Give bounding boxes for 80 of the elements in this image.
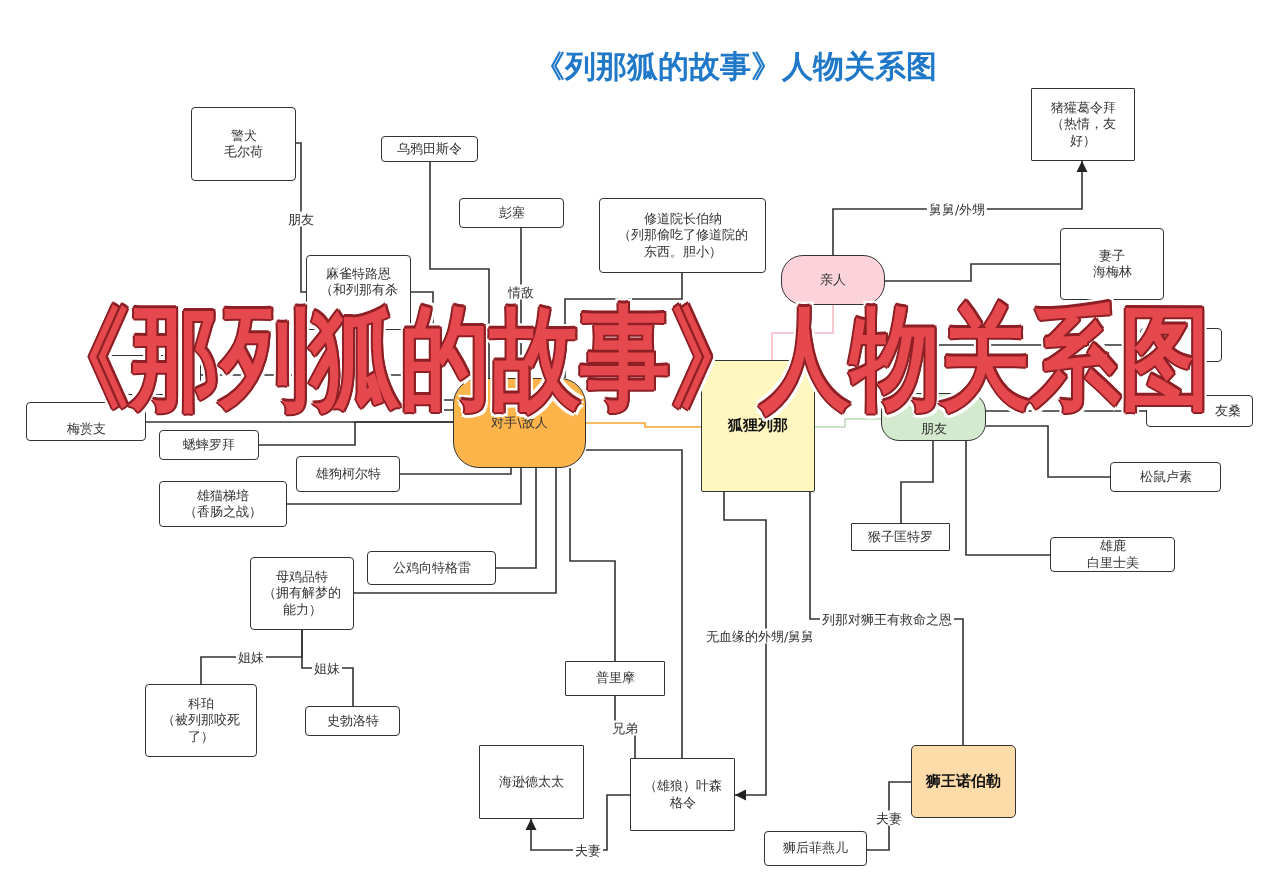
connector-line	[286, 467, 522, 505]
character-label: 蟋蟀罗拜	[183, 436, 235, 454]
character-box	[367, 551, 496, 585]
edge-label: 姐妹	[312, 660, 342, 676]
character-box	[1060, 228, 1164, 300]
diagram-title: 《列那狐的故事》人物关系图	[532, 48, 938, 86]
character-label: 母鸡品特	[275, 569, 329, 586]
connector-line	[569, 467, 616, 662]
character-label: 普里摩	[595, 670, 635, 687]
character-label: （热情，友好）	[1049, 116, 1117, 149]
character-box	[479, 745, 584, 819]
character-box	[565, 661, 665, 696]
character-box	[459, 198, 564, 228]
connector-line	[353, 467, 557, 594]
character-label: 梅赏支	[66, 420, 106, 437]
character-box	[630, 758, 735, 831]
character-label: 毛尔荷	[224, 144, 263, 161]
character-label: 雄鹿	[1099, 538, 1126, 555]
character-label: 友桑	[1215, 402, 1241, 420]
connector-line	[884, 263, 1061, 282]
arrow	[723, 491, 767, 801]
character-label: 麻雀特路恩	[326, 266, 391, 283]
connector-line	[900, 440, 934, 524]
connector-line	[585, 422, 702, 428]
character-label: 雄猫梯培	[197, 487, 249, 504]
category-node	[781, 255, 885, 305]
connector-line	[258, 421, 454, 446]
character-label: 猪獾葛令拜	[1049, 100, 1117, 117]
character-box	[305, 706, 400, 736]
edge-label: 舅舅/外甥	[926, 201, 988, 217]
character-label: （雄狼）叶森格令	[642, 778, 723, 811]
connector-line	[399, 467, 512, 475]
character-box	[381, 136, 478, 162]
character-box	[191, 107, 296, 181]
connector-line	[585, 449, 683, 759]
character-label: 松鼠卢素	[1139, 468, 1192, 486]
character-box	[764, 831, 867, 866]
character-label: 狮王诺伯勒	[926, 771, 1001, 792]
character-box	[851, 523, 950, 551]
edge-label: 朋友	[286, 211, 316, 227]
category-label: 亲人	[820, 271, 846, 289]
character-box	[159, 481, 287, 527]
character-box	[296, 456, 400, 492]
edge-label: 夫妻	[573, 842, 603, 858]
character-label: 海梅林	[1092, 264, 1132, 281]
character-label: 雄狗柯尔特	[315, 465, 381, 483]
character-label: 彭塞	[498, 204, 525, 222]
edge-label: 兄弟	[610, 720, 640, 736]
character-label: 海逊德太太	[499, 773, 564, 791]
character-label: 狮后菲燕儿	[783, 840, 848, 857]
character-box	[250, 557, 354, 630]
connector-line	[866, 781, 912, 851]
character-box	[1031, 88, 1135, 161]
character-label: （香肠之战）	[184, 504, 262, 521]
edge-label: 姐妹	[236, 649, 266, 665]
character-box	[159, 430, 259, 460]
character-label: 公鸡向特格雷	[392, 559, 471, 577]
character-box	[145, 684, 257, 757]
character-box	[599, 198, 766, 273]
character-label: 警犬	[230, 127, 257, 144]
character-box	[911, 745, 1016, 818]
character-label: （被列那咬死了）	[161, 712, 241, 745]
character-label: 白里士美	[1086, 554, 1139, 571]
edge-label: 列那对狮王有救命之恩	[820, 611, 954, 627]
character-label: 妻子	[1099, 247, 1125, 264]
category-label: 朋友	[920, 420, 947, 437]
connector-line	[985, 425, 1111, 478]
connector-line	[965, 440, 1051, 556]
character-label: 修道院长伯纳	[642, 211, 723, 228]
character-label: 乌鸦田斯令	[397, 140, 462, 158]
character-label: 史勃洛特	[326, 712, 379, 730]
edge-label: 夫妻	[874, 810, 904, 826]
character-label: 科珀	[187, 696, 215, 713]
connector-line	[295, 142, 307, 293]
character-label: （列那偷吃了修道院的东西。胆小）	[616, 227, 749, 260]
character-label: （拥有解梦的能力）	[262, 585, 342, 618]
connector-line	[495, 467, 537, 569]
character-box	[1050, 537, 1175, 572]
character-box	[1110, 462, 1221, 492]
character-label: 猴子匡特罗	[868, 528, 933, 546]
